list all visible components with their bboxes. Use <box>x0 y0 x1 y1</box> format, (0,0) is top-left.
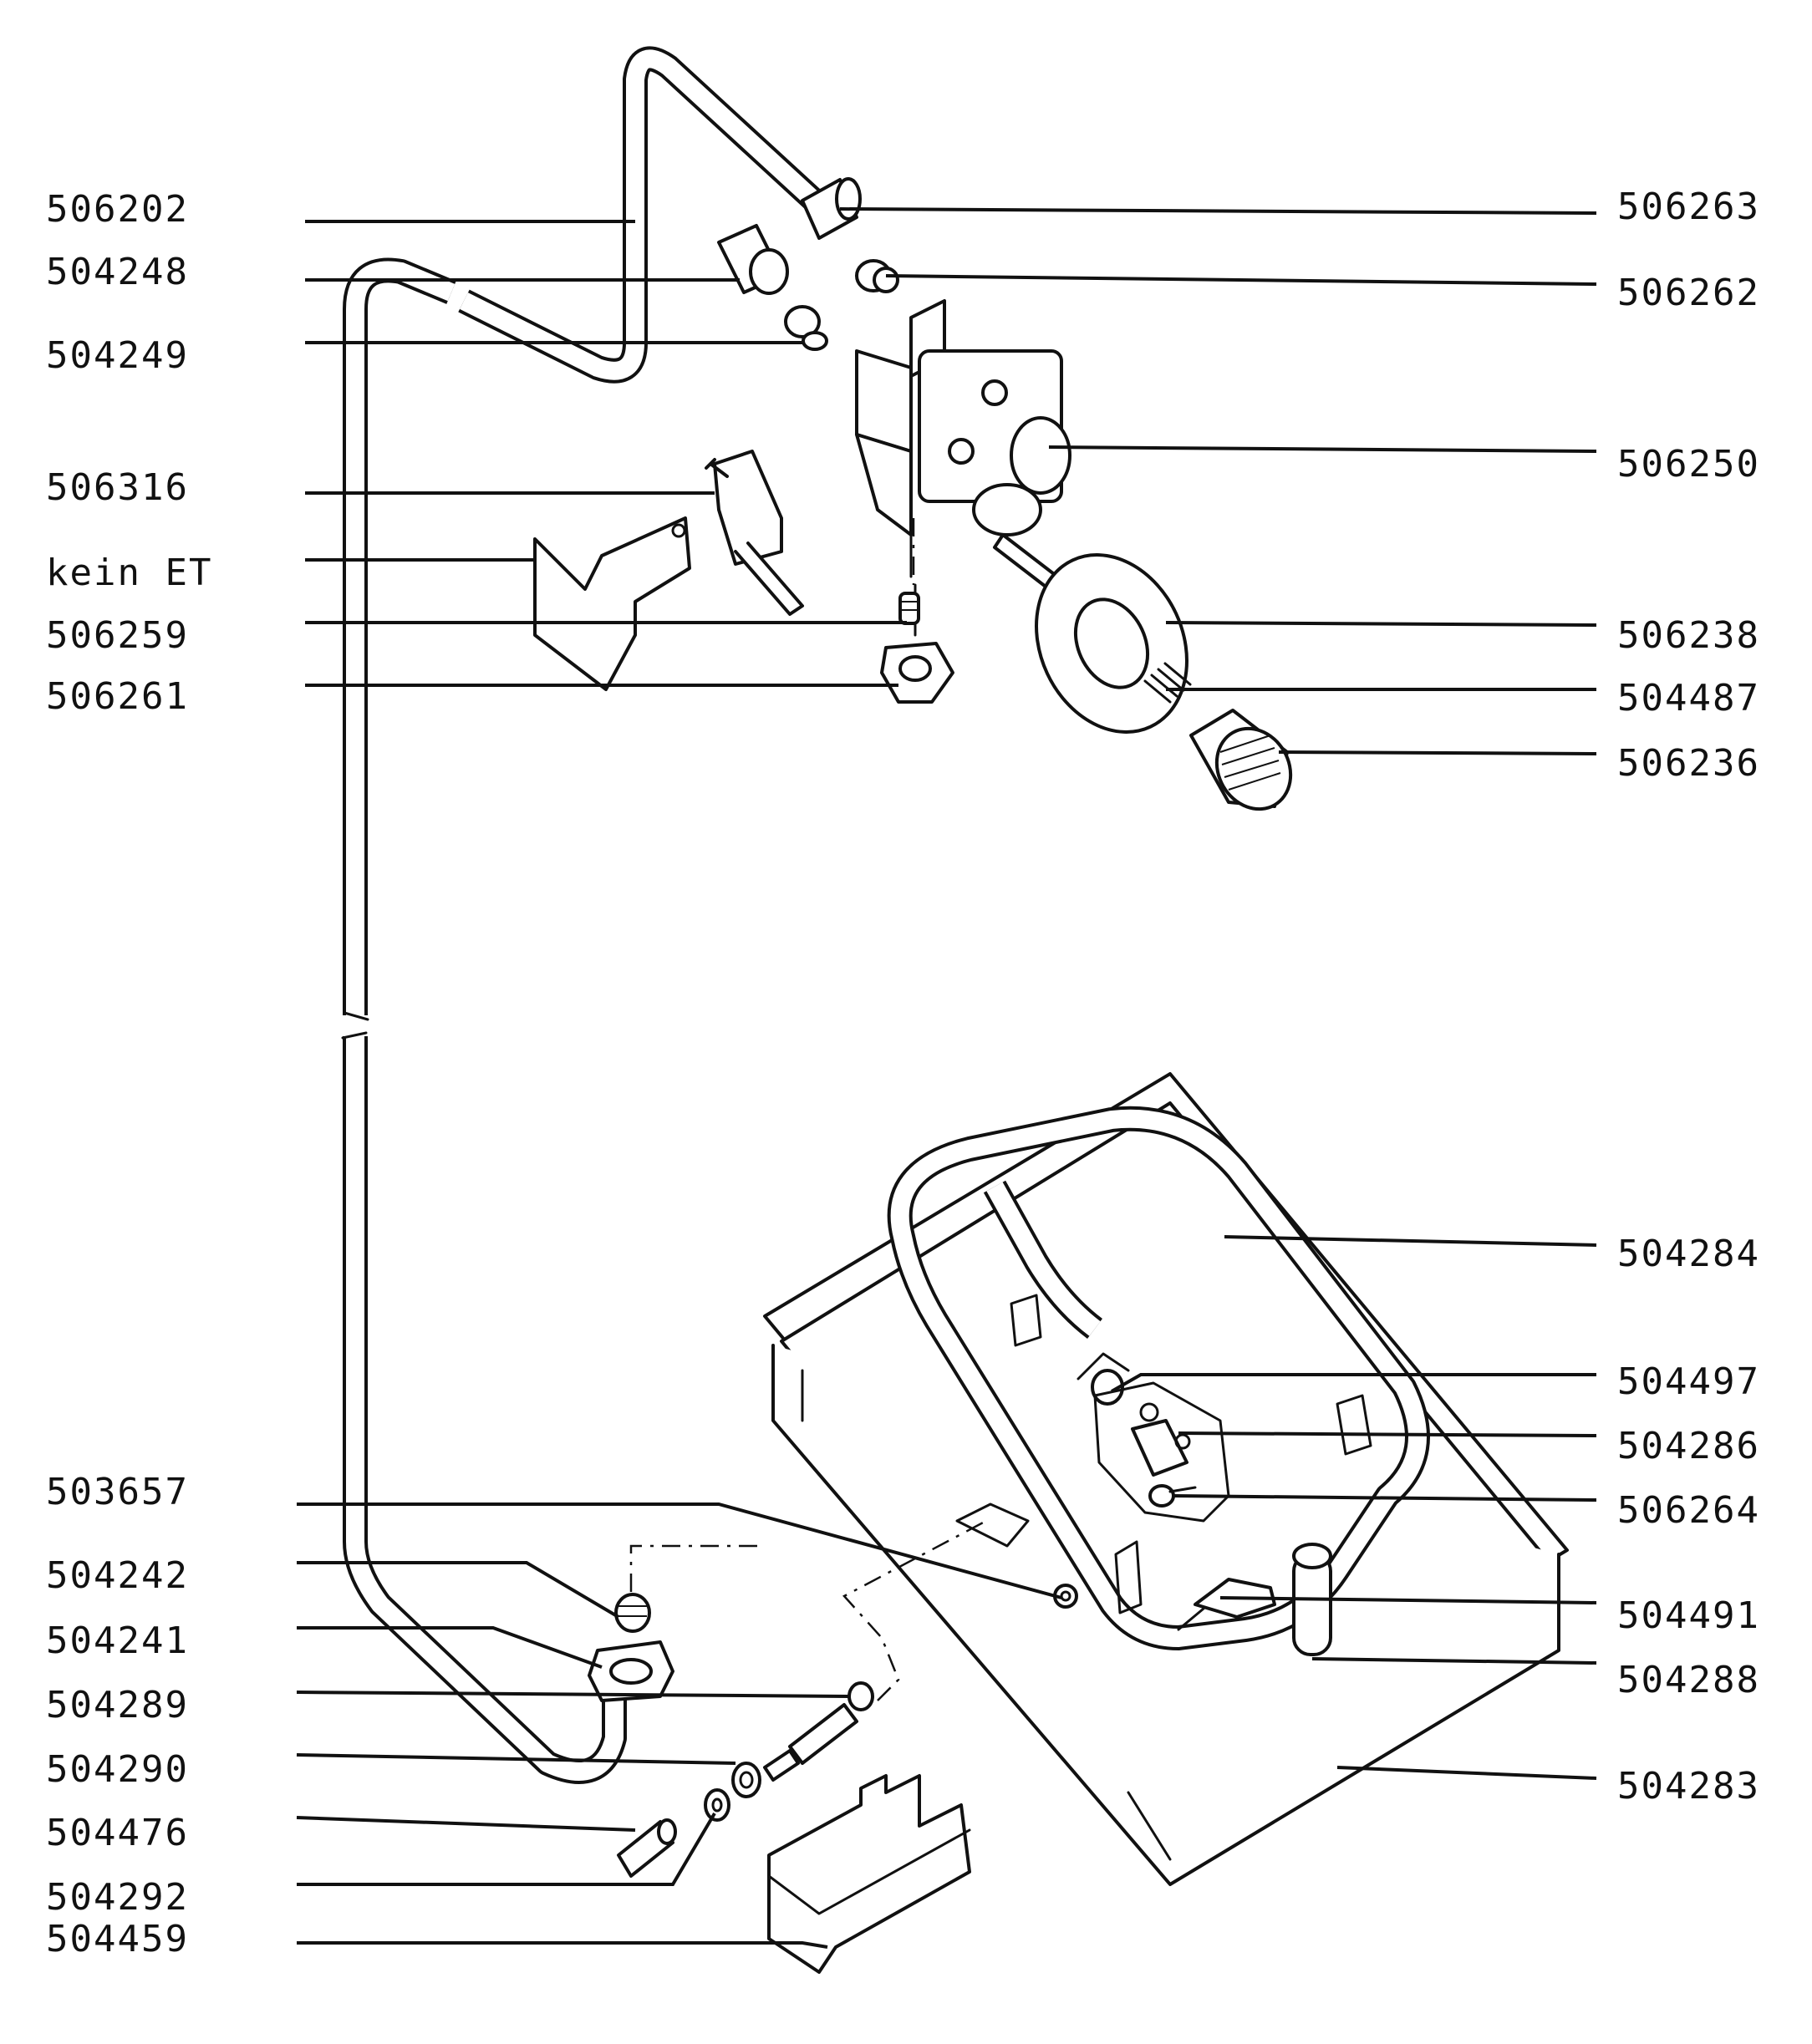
label-504289: 504289 <box>46 1684 189 1726</box>
label-506263: 506263 <box>1617 186 1760 228</box>
label-506202: 506202 <box>46 188 189 231</box>
right-label-column: 506263 506262 506250 506238 504487 50623… <box>1617 186 1760 1808</box>
dial-plate-506238 <box>1035 553 1188 734</box>
label-506262: 506262 <box>1617 272 1760 314</box>
label-504249: 504249 <box>46 334 189 377</box>
centerlines <box>629 518 987 1701</box>
fitting-506262-ring <box>855 259 899 293</box>
gas-valve-506250 <box>855 299 1071 637</box>
thermocouple-504289 <box>763 1681 874 1782</box>
gas-pipe-upper <box>458 46 832 384</box>
label-504283: 504283 <box>1617 1765 1760 1808</box>
label-504242: 504242 <box>46 1554 189 1597</box>
thermocouple-bracket-504286 <box>1131 1402 1191 1477</box>
cone-504242 <box>614 1593 651 1633</box>
label-506316: 506316 <box>46 466 189 509</box>
gas-pipe-long <box>341 257 627 1784</box>
ring-504292 <box>704 1788 730 1822</box>
nut-506261 <box>880 642 954 704</box>
bracket-504288 <box>1292 1543 1332 1656</box>
label-506261: 506261 <box>46 675 189 718</box>
label-504248: 504248 <box>46 251 189 293</box>
burner-pan-504283 <box>763 1072 1569 1886</box>
fitting-504249-plug <box>784 305 828 351</box>
leader-lines-left <box>296 220 1062 1949</box>
spring-504487 <box>1143 662 1192 704</box>
label-504284: 504284 <box>1617 1233 1760 1275</box>
electrode-506264 <box>1148 1484 1197 1508</box>
label-kein-et: kein ET <box>46 552 212 594</box>
label-504476: 504476 <box>46 1812 189 1854</box>
washer-504290 <box>731 1762 761 1798</box>
screw-506259 <box>898 592 920 625</box>
label-506250: 506250 <box>1617 443 1760 486</box>
label-504290: 504290 <box>46 1748 189 1791</box>
label-504459: 504459 <box>46 1918 189 1960</box>
label-504292: 504292 <box>46 1876 189 1919</box>
label-504286: 504286 <box>1617 1425 1760 1467</box>
label-504491: 504491 <box>1617 1594 1760 1637</box>
label-506259: 506259 <box>46 614 189 657</box>
label-506238: 506238 <box>1617 614 1760 657</box>
label-506264: 506264 <box>1617 1489 1760 1532</box>
nut-504241 <box>588 1640 674 1702</box>
burner-tube-504284 <box>887 1106 1430 1650</box>
fitting-504248-sleeve <box>717 224 789 295</box>
label-504241: 504241 <box>46 1619 189 1662</box>
left-label-column: 506202 504248 504249 506316 kein ET 5062… <box>46 188 212 1960</box>
knob-506236 <box>1189 709 1293 811</box>
label-504497: 504497 <box>1617 1360 1760 1403</box>
pin-504476 <box>617 1818 677 1878</box>
label-504288: 504288 <box>1617 1659 1760 1701</box>
label-504487: 504487 <box>1617 677 1760 719</box>
mounting-plate <box>1093 1381 1230 1523</box>
label-503657: 503657 <box>46 1471 189 1513</box>
microswitch-506316 <box>705 450 804 616</box>
bracket-kein-et <box>533 516 691 691</box>
holder-504459 <box>767 1774 971 1974</box>
leader-lines-right <box>839 207 1597 1780</box>
label-506236: 506236 <box>1617 742 1760 785</box>
small-tabs <box>955 1294 1372 1614</box>
